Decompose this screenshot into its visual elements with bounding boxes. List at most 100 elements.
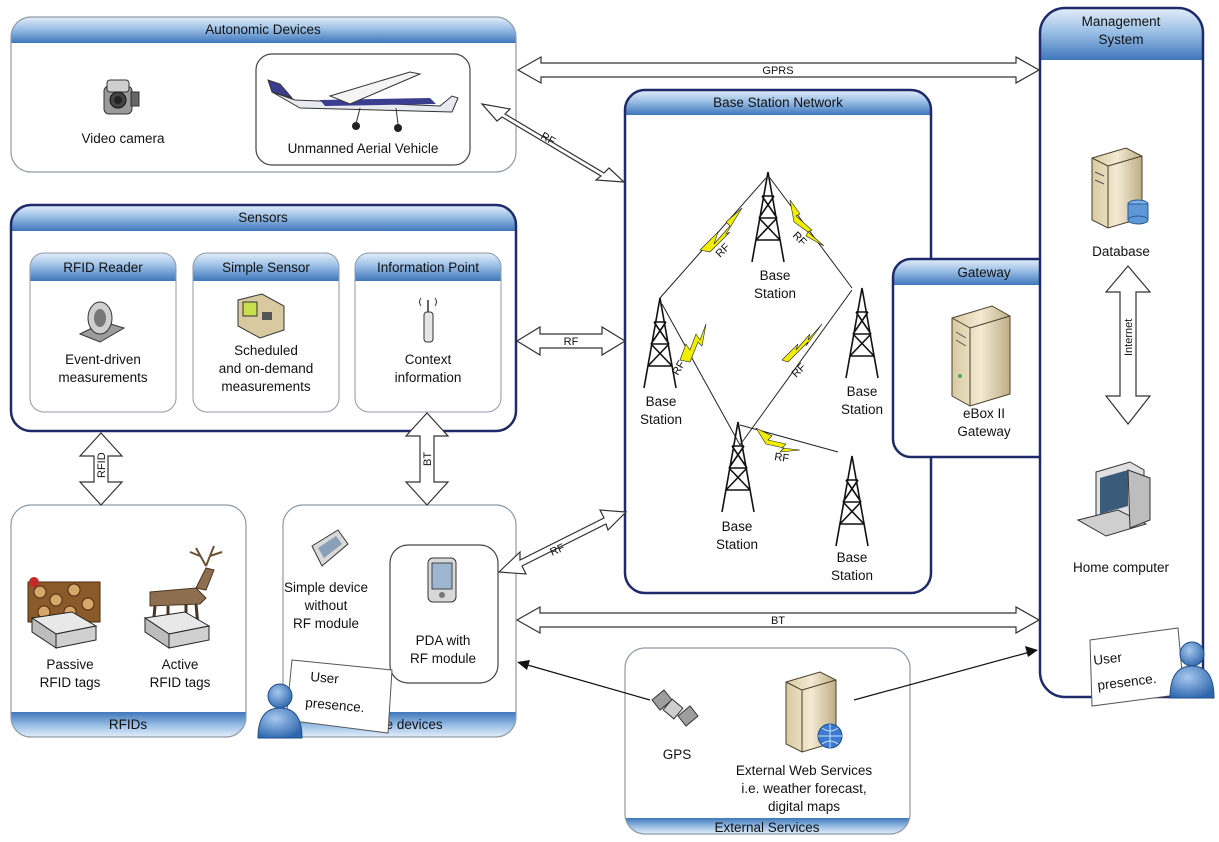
base-station-left-line2: Station — [640, 412, 682, 427]
management-user-presence-line2: presence. — [1097, 671, 1158, 693]
pda-box — [389, 544, 499, 684]
gps-to-mobile-arrow — [517, 660, 651, 701]
pda-line2: RF module — [410, 651, 476, 666]
user-person-icon — [257, 683, 303, 739]
information-point-line2: information — [395, 370, 462, 385]
wireless-bolts — [679, 199, 825, 453]
base-station-network-title: Base Station Network — [713, 95, 843, 110]
rf-sensors-link-arrow: RF — [515, 325, 627, 357]
simple-sensor-line3: measurements — [221, 379, 311, 394]
server-icon — [951, 305, 1011, 407]
bt-long-link-arrow: BT — [515, 605, 1041, 635]
uav-label: Unmanned Aerial Vehicle — [288, 141, 439, 156]
rfids-title: RFIDs — [109, 717, 147, 732]
rf-mobile-label: RF — [548, 542, 567, 559]
rf-uav-link-arrow: RF — [480, 103, 626, 183]
web-services-line1: External Web Services — [736, 763, 873, 778]
base-station-bottom-right-line1: Base — [837, 550, 868, 565]
bt-long-label: BT — [771, 615, 785, 627]
simple-device-line1: Simple device — [284, 580, 368, 595]
rf-label-5: RF — [774, 451, 790, 465]
wireless-links — [659, 177, 853, 453]
base-station-left-line1: Base — [646, 394, 677, 409]
external-services-group: External Services GPS External Web Servi… — [624, 647, 911, 835]
gateway-line2: Gateway — [957, 424, 1011, 439]
video-camera-label: Video camera — [81, 131, 165, 146]
rfid-vertical-link-arrow: RFID — [78, 432, 124, 506]
gateway-line1: eBox II — [963, 406, 1005, 421]
tower-icon-bottom-right — [835, 455, 869, 547]
simple-sensor-title: Simple Sensor — [222, 260, 310, 275]
base-station-top-line2: Station — [754, 286, 796, 301]
pda-line1: PDA with — [416, 633, 471, 648]
base-station-bottom-left-line1: Base — [722, 519, 753, 534]
rfids-group: RFIDs Pas — [10, 504, 247, 738]
rfid-reader-line1: Event-driven — [65, 352, 141, 367]
video-camera-icon — [103, 79, 140, 115]
gps-label: GPS — [663, 747, 692, 762]
management-user-presence-note: User presence. — [1089, 627, 1185, 707]
management-system-title-line1: Management — [1082, 14, 1161, 29]
user-presence-note: User presence. — [285, 659, 393, 734]
web-services-line2: i.e. weather forecast, — [741, 781, 866, 796]
database-label: Database — [1092, 244, 1150, 259]
tower-icon-bottom-left — [721, 421, 755, 513]
base-station-right-line2: Station — [841, 402, 883, 417]
simple-device-icon — [311, 529, 349, 567]
base-station-bottom-left-line2: Station — [716, 537, 758, 552]
active-tag-icon — [143, 611, 211, 649]
base-station-bottom-right-line2: Station — [831, 568, 873, 583]
sensors-title: Sensors — [238, 210, 288, 225]
bt-vertical-label: BT — [422, 452, 434, 466]
webservices-to-management-arrow — [853, 646, 1038, 701]
gprs-label: GPRS — [762, 65, 793, 77]
home-computer-icon — [1076, 461, 1151, 537]
gprs-link-arrow: GPRS — [516, 55, 1041, 85]
internet-label: Internet — [1123, 319, 1135, 356]
simple-device-line3: RF module — [293, 616, 359, 631]
simple-sensor-line1: Scheduled — [234, 343, 298, 358]
active-tags-line2: RFID tags — [150, 675, 211, 690]
tower-icon-top — [751, 171, 785, 263]
management-user-presence-line1: User — [1093, 650, 1124, 668]
simple-device-line2: without — [304, 598, 348, 613]
base-station-network-group: Base Station Network RF RF RF RF RF Base… — [623, 88, 933, 595]
uav-airplane-icon — [267, 71, 459, 132]
management-user-person-icon — [1169, 641, 1215, 699]
rf-mobile-link-arrow: RF — [497, 509, 628, 575]
information-point-title: Information Point — [377, 260, 479, 275]
external-services-title: External Services — [714, 820, 819, 835]
tower-icon-left — [643, 297, 677, 389]
passive-tag-icon — [30, 611, 98, 649]
active-tags-line1: Active — [162, 657, 199, 672]
management-system-title-line2: System — [1098, 32, 1143, 47]
mobile-devices-group: Mobile devices Simple device without RF … — [257, 504, 517, 739]
autonomic-devices-group: Autonomic Devices Video camera Unmanned … — [10, 16, 517, 173]
information-point-line1: Context — [405, 352, 452, 367]
antenna-icon — [419, 297, 437, 343]
simple-sensor-icon — [237, 293, 285, 339]
user-presence-line2: presence. — [305, 695, 365, 715]
tower-icon-right — [845, 287, 879, 379]
database-server-icon — [1091, 147, 1149, 229]
bt-vertical-link-arrow: BT — [404, 412, 450, 506]
gps-satellite-icon — [651, 689, 699, 727]
web-services-server-icon — [785, 671, 843, 753]
rf-sensors-label: RF — [564, 336, 579, 348]
gateway-title: Gateway — [957, 265, 1011, 280]
internet-arrow: Internet — [1104, 265, 1152, 425]
rfid-reader-icon — [78, 301, 126, 343]
rfid-reader-line2: measurements — [58, 370, 148, 385]
web-services-line3: digital maps — [768, 799, 840, 814]
user-presence-line1: User — [310, 669, 340, 686]
passive-tags-line1: Passive — [46, 657, 93, 672]
rfid-vertical-label: RFID — [96, 452, 108, 478]
rfid-reader-title: RFID Reader — [63, 260, 143, 275]
passive-tags-line2: RFID tags — [40, 675, 101, 690]
pda-icon — [427, 557, 457, 603]
autonomic-devices-title: Autonomic Devices — [205, 22, 321, 37]
sensors-group: Sensors RFID Reader Event-driven measure… — [9, 203, 518, 433]
simple-sensor-line2: and on-demand — [219, 361, 314, 376]
base-station-top-line1: Base — [760, 268, 791, 283]
